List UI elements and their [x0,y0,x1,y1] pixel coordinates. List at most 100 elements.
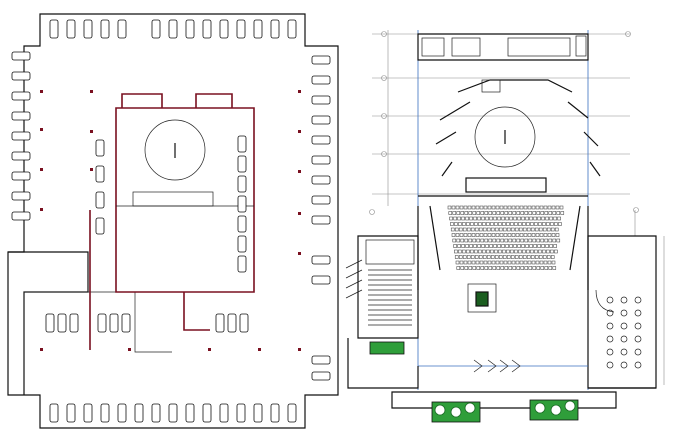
left-annex-stage [365,239,415,265]
stage-block [132,191,214,207]
parked-car [83,403,93,423]
seat [450,222,454,226]
parked-car [215,313,225,333]
seat [546,222,550,226]
seat [506,222,510,226]
cafe-table [634,335,642,343]
seat [486,249,490,254]
parked-car [57,313,67,333]
parked-car [100,403,110,423]
seat [478,255,483,259]
seat [459,260,464,265]
cafe-table [634,361,642,369]
parked-car [97,313,107,333]
parked-car [185,403,195,423]
parked-car [311,255,331,265]
seat [507,233,512,237]
core-stair-line [134,292,172,353]
seat [471,260,476,265]
parked-car [11,51,31,61]
seat [527,205,532,210]
seat [500,238,505,243]
seat [511,260,516,265]
seat [538,249,542,254]
seat [471,205,476,210]
core-top-stair [121,93,163,108]
parked-car [311,371,331,381]
seat [522,255,527,259]
seat [550,255,555,259]
seat [494,255,499,259]
seat [479,233,484,237]
seat [556,211,561,215]
parked-car [95,217,105,235]
seat [479,205,484,210]
seat [532,266,537,270]
seat [520,238,525,243]
seat [537,244,541,248]
parked-car [237,155,247,173]
seat [497,216,501,221]
seat [526,222,530,226]
seat [456,238,461,243]
seat [469,244,473,248]
seat [468,266,473,270]
seat [502,249,506,254]
parked-car [239,313,249,333]
seat [543,233,548,237]
seat [526,255,531,259]
core-top-stair-right [195,93,233,108]
parked-car [11,91,31,101]
seat [526,227,531,232]
seat [529,244,533,248]
cafe-table [634,348,642,356]
seat [541,244,545,248]
seat [489,244,493,248]
seat [477,244,481,248]
seat [472,266,477,270]
seat [556,238,561,243]
seat [488,238,493,243]
seat [503,233,508,237]
seat [491,233,496,237]
seat [454,222,458,226]
parked-car [311,195,331,205]
seat [539,205,544,210]
seat [455,233,460,237]
seat [528,211,533,215]
seat [529,216,533,221]
seating-hall-walls [417,195,589,290]
seat [519,260,524,265]
parked-car [11,191,31,201]
seat [475,260,480,265]
seat [534,255,539,259]
seat [534,227,539,232]
seat [512,238,517,243]
seat [536,211,541,215]
parked-car [202,19,212,39]
seat [508,266,513,270]
parked-car [236,19,246,39]
seat [460,238,465,243]
parked-car [227,313,237,333]
seat [557,216,561,221]
cafe-table [620,309,628,317]
cafe-table [606,322,614,330]
seat [525,216,529,221]
seat [498,227,503,232]
seat [521,244,525,248]
parked-car [237,215,247,233]
seat [514,249,518,254]
seat [523,260,528,265]
seat [499,260,504,265]
seat [459,205,464,210]
parked-car [236,403,246,423]
cafe-table [620,322,628,330]
seat [507,205,512,210]
seat [470,255,475,259]
seat [476,266,481,270]
foyer-walls [435,79,601,177]
seat [554,249,558,254]
seat [458,222,462,226]
seat [495,260,500,265]
